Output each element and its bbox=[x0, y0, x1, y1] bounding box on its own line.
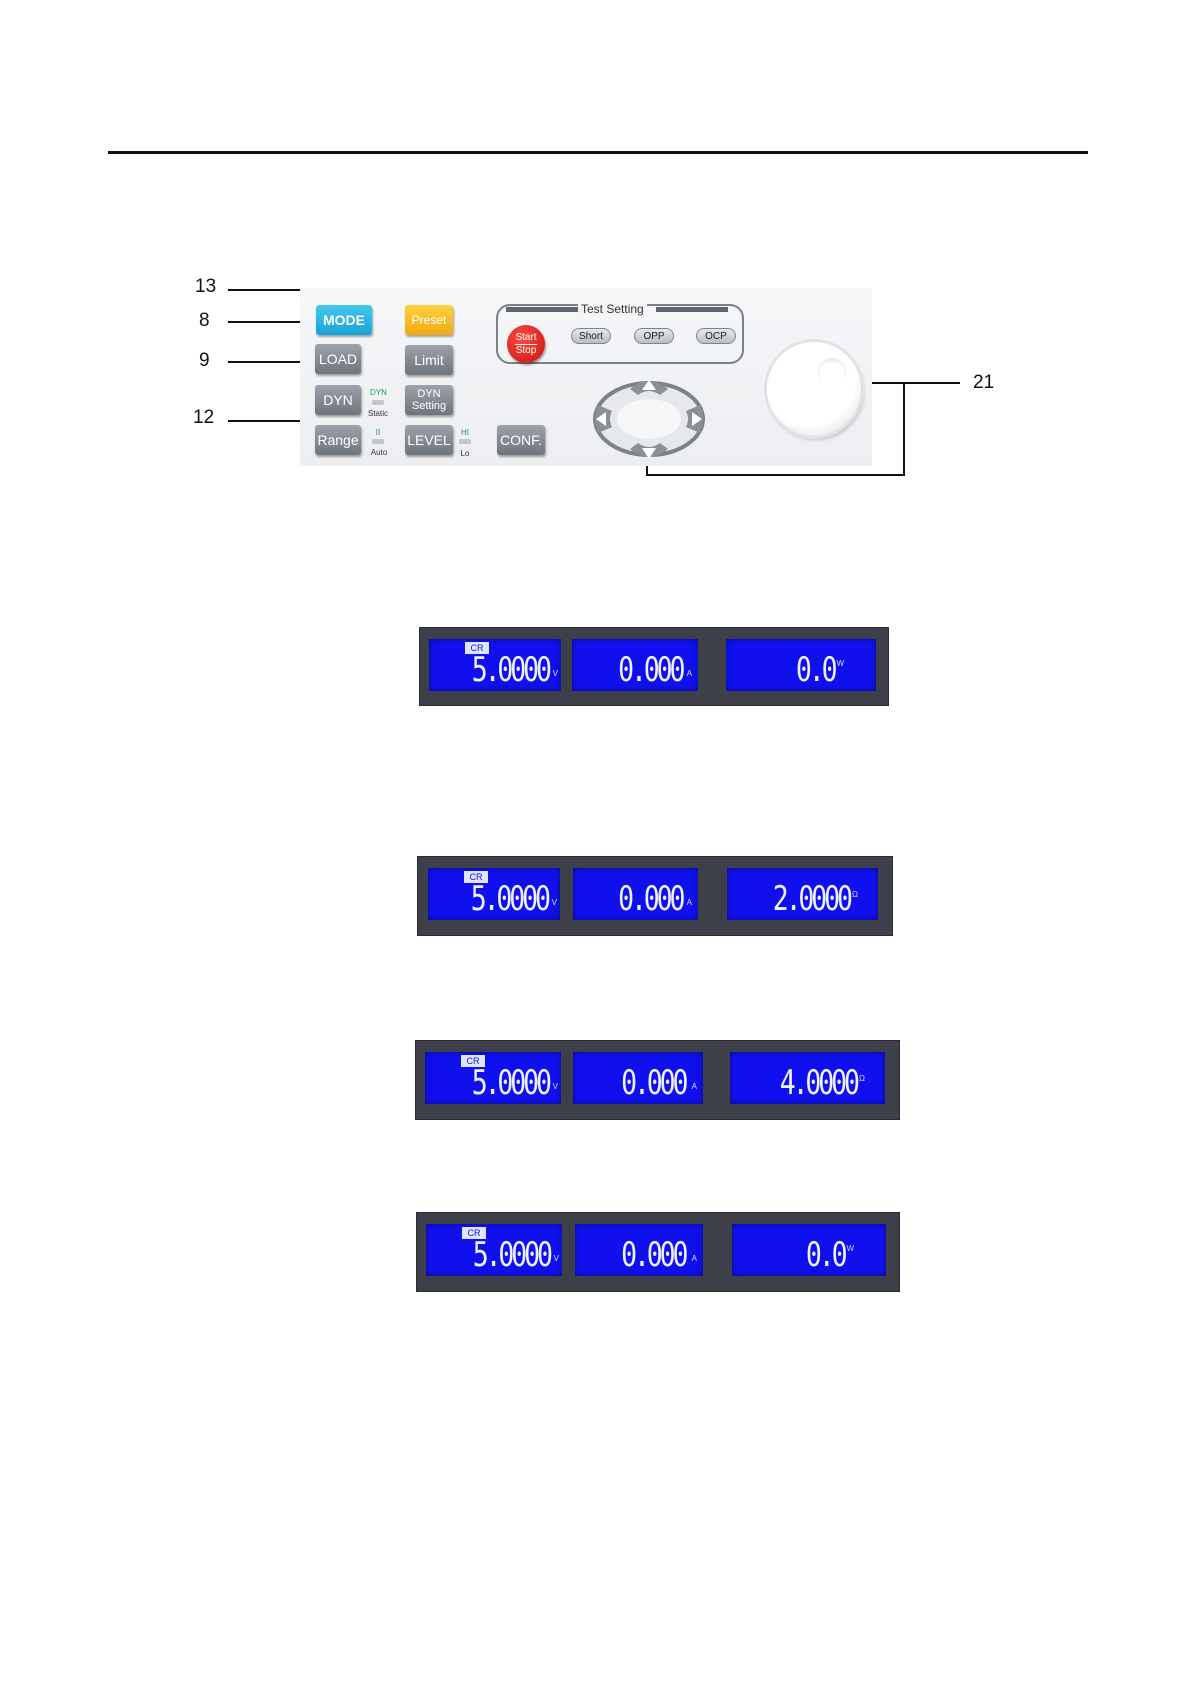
dyn-setting-label-1: DYN bbox=[417, 388, 440, 400]
indicator-lo-label: Lo bbox=[458, 449, 472, 458]
dyn-setting-button[interactable]: DYN Setting bbox=[405, 385, 453, 415]
header-rule bbox=[108, 151, 1088, 154]
lcd-display-4: CR 5.0000 V 0.000 A 0.0 W bbox=[416, 1212, 900, 1292]
voltage-screen: CR 5.0000 V bbox=[429, 639, 561, 691]
callout-9: 9 bbox=[199, 350, 210, 372]
callout-21: 21 bbox=[973, 372, 994, 394]
current-screen: 0.000 A bbox=[573, 1052, 703, 1104]
knob-dimple bbox=[817, 358, 847, 388]
leader-21-v bbox=[903, 382, 905, 476]
third-unit: Ω bbox=[852, 890, 858, 899]
front-panel: MODE Preset LOAD Limit DYN DYN Setting R… bbox=[300, 288, 872, 466]
callout-12: 12 bbox=[193, 407, 214, 429]
arrow-keypad bbox=[590, 373, 708, 463]
dyn-setting-label-2: Setting bbox=[412, 400, 446, 412]
third-value: 4.0000 bbox=[780, 1066, 857, 1100]
voltage-value: 5.0000 bbox=[473, 1238, 550, 1272]
voltage-screen: CR 5.0000 V bbox=[425, 1052, 561, 1104]
test-setting-bar-right bbox=[656, 307, 728, 312]
preset-button[interactable]: Preset bbox=[405, 305, 453, 335]
third-value: 0.0 bbox=[795, 653, 834, 687]
rotary-knob[interactable] bbox=[767, 342, 861, 436]
current-screen: 0.000 A bbox=[575, 1224, 703, 1276]
third-unit: Ω bbox=[859, 1074, 865, 1083]
third-screen: 0.0 W bbox=[726, 639, 876, 691]
stop-label: Stop bbox=[516, 345, 537, 357]
indicator-ii-label: II bbox=[372, 428, 384, 437]
mode-button[interactable]: MODE bbox=[316, 305, 372, 335]
test-setting-bar-left bbox=[506, 307, 578, 312]
dyn-button[interactable]: DYN bbox=[315, 385, 361, 415]
indicator-dyn-label: DYN bbox=[370, 388, 386, 397]
current-screen: 0.000 A bbox=[573, 868, 698, 920]
current-unit: A bbox=[692, 1254, 697, 1263]
voltage-unit: V bbox=[553, 1082, 558, 1091]
indicator-dyn-led bbox=[372, 400, 384, 405]
leader-21-h bbox=[867, 382, 960, 384]
voltage-screen: CR 5.0000 V bbox=[428, 868, 560, 920]
current-value: 0.000 bbox=[618, 653, 682, 687]
callout-8: 8 bbox=[199, 310, 210, 332]
current-unit: A bbox=[692, 1082, 697, 1091]
third-unit: W bbox=[846, 1244, 854, 1253]
lcd-display-1: CR 5.0000 V 0.000 A 0.0 W bbox=[419, 627, 889, 706]
indicator-range-led bbox=[372, 439, 384, 444]
ocp-button[interactable]: OCP bbox=[696, 328, 736, 344]
voltage-screen: CR 5.0000 V bbox=[426, 1224, 562, 1276]
third-unit: W bbox=[836, 659, 844, 668]
voltage-unit: V bbox=[554, 1254, 559, 1263]
start-label: Start bbox=[515, 332, 536, 345]
current-unit: A bbox=[687, 669, 692, 678]
voltage-value: 5.0000 bbox=[471, 882, 548, 916]
lcd-display-3: CR 5.0000 V 0.000 A 4.0000 Ω bbox=[415, 1040, 900, 1120]
current-value: 0.000 bbox=[621, 1066, 685, 1100]
indicator-static-label: Static bbox=[364, 409, 392, 418]
short-button[interactable]: Short bbox=[571, 328, 611, 344]
current-value: 0.000 bbox=[618, 882, 682, 916]
level-button[interactable]: LEVEL bbox=[405, 425, 453, 455]
current-screen: 0.000 A bbox=[572, 639, 698, 691]
range-button[interactable]: Range bbox=[315, 425, 361, 455]
lcd-display-2: CR 5.0000 V 0.000 A 2.0000 Ω bbox=[417, 856, 893, 936]
voltage-unit: V bbox=[553, 669, 558, 678]
third-screen: 2.0000 Ω bbox=[727, 868, 878, 920]
load-button[interactable]: LOAD bbox=[315, 344, 361, 374]
third-value: 0.0 bbox=[805, 1238, 844, 1272]
leader-21-bottom bbox=[646, 474, 905, 476]
conf-button[interactable]: CONF. bbox=[497, 425, 545, 455]
third-screen: 0.0 W bbox=[732, 1224, 886, 1276]
limit-button[interactable]: Limit bbox=[405, 345, 453, 375]
start-stop-button[interactable]: Start Stop bbox=[507, 325, 545, 363]
current-unit: A bbox=[687, 898, 692, 907]
voltage-value: 5.0000 bbox=[472, 1066, 549, 1100]
third-value: 2.0000 bbox=[773, 882, 850, 916]
opp-button[interactable]: OPP bbox=[634, 328, 674, 344]
indicator-hi-label: HI bbox=[458, 428, 472, 437]
voltage-value: 5.0000 bbox=[472, 653, 549, 687]
indicator-auto-label: Auto bbox=[368, 448, 390, 457]
callout-13: 13 bbox=[195, 276, 216, 298]
test-setting-title: Test Setting bbox=[578, 302, 647, 316]
voltage-unit: V bbox=[552, 898, 557, 907]
indicator-level-led bbox=[459, 439, 471, 444]
current-value: 0.000 bbox=[621, 1238, 685, 1272]
third-screen: 4.0000 Ω bbox=[730, 1052, 885, 1104]
keypad-center bbox=[617, 399, 681, 439]
